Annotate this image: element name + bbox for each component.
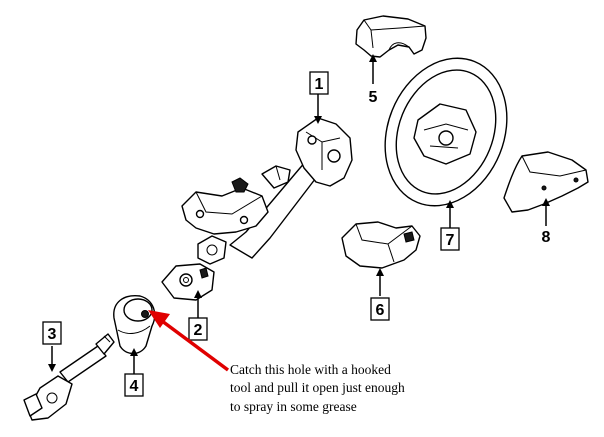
part-1-steering-column bbox=[181, 117, 353, 265]
leader-3-arrowhead bbox=[48, 364, 56, 372]
callout-7: 7 bbox=[440, 227, 460, 251]
callout-3: 3 bbox=[42, 321, 62, 345]
callout-1-number: 1 bbox=[315, 76, 324, 93]
boot-hole bbox=[141, 310, 149, 318]
leader-2-arrowhead bbox=[194, 290, 202, 298]
callout-7-number: 7 bbox=[446, 232, 455, 249]
callout-8: 8 bbox=[542, 229, 551, 246]
part-5-upper-shroud bbox=[355, 15, 427, 58]
callout-2-number: 2 bbox=[194, 322, 203, 339]
leader-4-arrowhead bbox=[130, 348, 138, 356]
callout-8-number: 8 bbox=[542, 229, 551, 246]
leader-6-arrowhead bbox=[376, 268, 384, 276]
part-8-trim-cover bbox=[503, 151, 589, 213]
leader-5-arrowhead bbox=[369, 54, 377, 62]
callout-6: 6 bbox=[370, 297, 390, 321]
leader-1-arrowhead bbox=[314, 116, 322, 124]
callout-3-number: 3 bbox=[48, 326, 57, 343]
callout-4: 4 bbox=[124, 373, 144, 397]
callout-5: 5 bbox=[369, 89, 378, 106]
annotation-line-1: Catch this hole with a hooked bbox=[230, 362, 391, 377]
part-2-bearing-retainer bbox=[161, 263, 215, 301]
part-3-intermediate-shaft bbox=[23, 333, 115, 421]
annotation-line-3: to spray in some grease bbox=[230, 399, 357, 414]
callout-5-number: 5 bbox=[369, 89, 378, 106]
leader-8-arrowhead bbox=[542, 198, 550, 206]
callout-1: 1 bbox=[309, 71, 329, 95]
callout-4-number: 4 bbox=[130, 378, 139, 395]
callout-2: 2 bbox=[188, 317, 208, 341]
part-6-lower-shroud bbox=[341, 221, 421, 269]
annotation-arrow bbox=[148, 310, 230, 372]
leader-7-arrowhead bbox=[446, 200, 454, 208]
annotation-note: Catch this hole with a hooked tool and p… bbox=[230, 362, 405, 414]
annotation-line-2: tool and pull it open just enough bbox=[230, 380, 405, 395]
part-4-column-boot bbox=[113, 295, 156, 355]
callout-6-number: 6 bbox=[376, 302, 385, 319]
part-7-steering-wheel bbox=[384, 57, 508, 207]
